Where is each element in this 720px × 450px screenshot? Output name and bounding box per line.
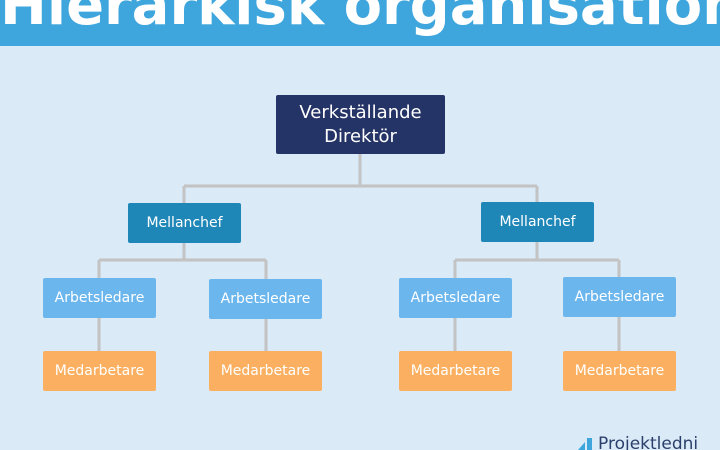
manager-box-left: Mellanchef (128, 203, 241, 243)
header-banner: Hierarkisk organisation (0, 0, 720, 46)
logo-text: Projektledni (598, 436, 699, 450)
employee-box-4: Medarbetare (563, 351, 676, 391)
supervisor-label: Arbetsledare (220, 291, 311, 307)
supervisor-box-4: Arbetsledare (563, 277, 676, 317)
brand-logo: Projektledni (578, 436, 698, 450)
employee-box-3: Medarbetare (399, 351, 512, 391)
employee-label: Medarbetare (410, 363, 501, 379)
manager-box-right: Mellanchef (481, 202, 594, 242)
employee-label: Medarbetare (54, 363, 145, 379)
employee-box-1: Medarbetare (43, 351, 156, 391)
ceo-label: Verkställande Direktör (299, 101, 422, 147)
bar-chart-logo-icon (578, 438, 592, 450)
employee-label: Medarbetare (574, 363, 665, 379)
supervisor-label: Arbetsledare (54, 290, 145, 306)
employee-box-2: Medarbetare (209, 351, 322, 391)
manager-label: Mellanchef (146, 215, 223, 231)
supervisor-box-1: Arbetsledare (43, 278, 156, 318)
employee-label: Medarbetare (220, 363, 311, 379)
ceo-box: Verkställande Direktör (276, 95, 445, 154)
page-title: Hierarkisk organisation (0, 0, 720, 38)
supervisor-label: Arbetsledare (574, 289, 665, 305)
supervisor-box-2: Arbetsledare (209, 279, 322, 319)
supervisor-label: Arbetsledare (410, 290, 501, 306)
supervisor-box-3: Arbetsledare (399, 278, 512, 318)
manager-label: Mellanchef (499, 214, 576, 230)
